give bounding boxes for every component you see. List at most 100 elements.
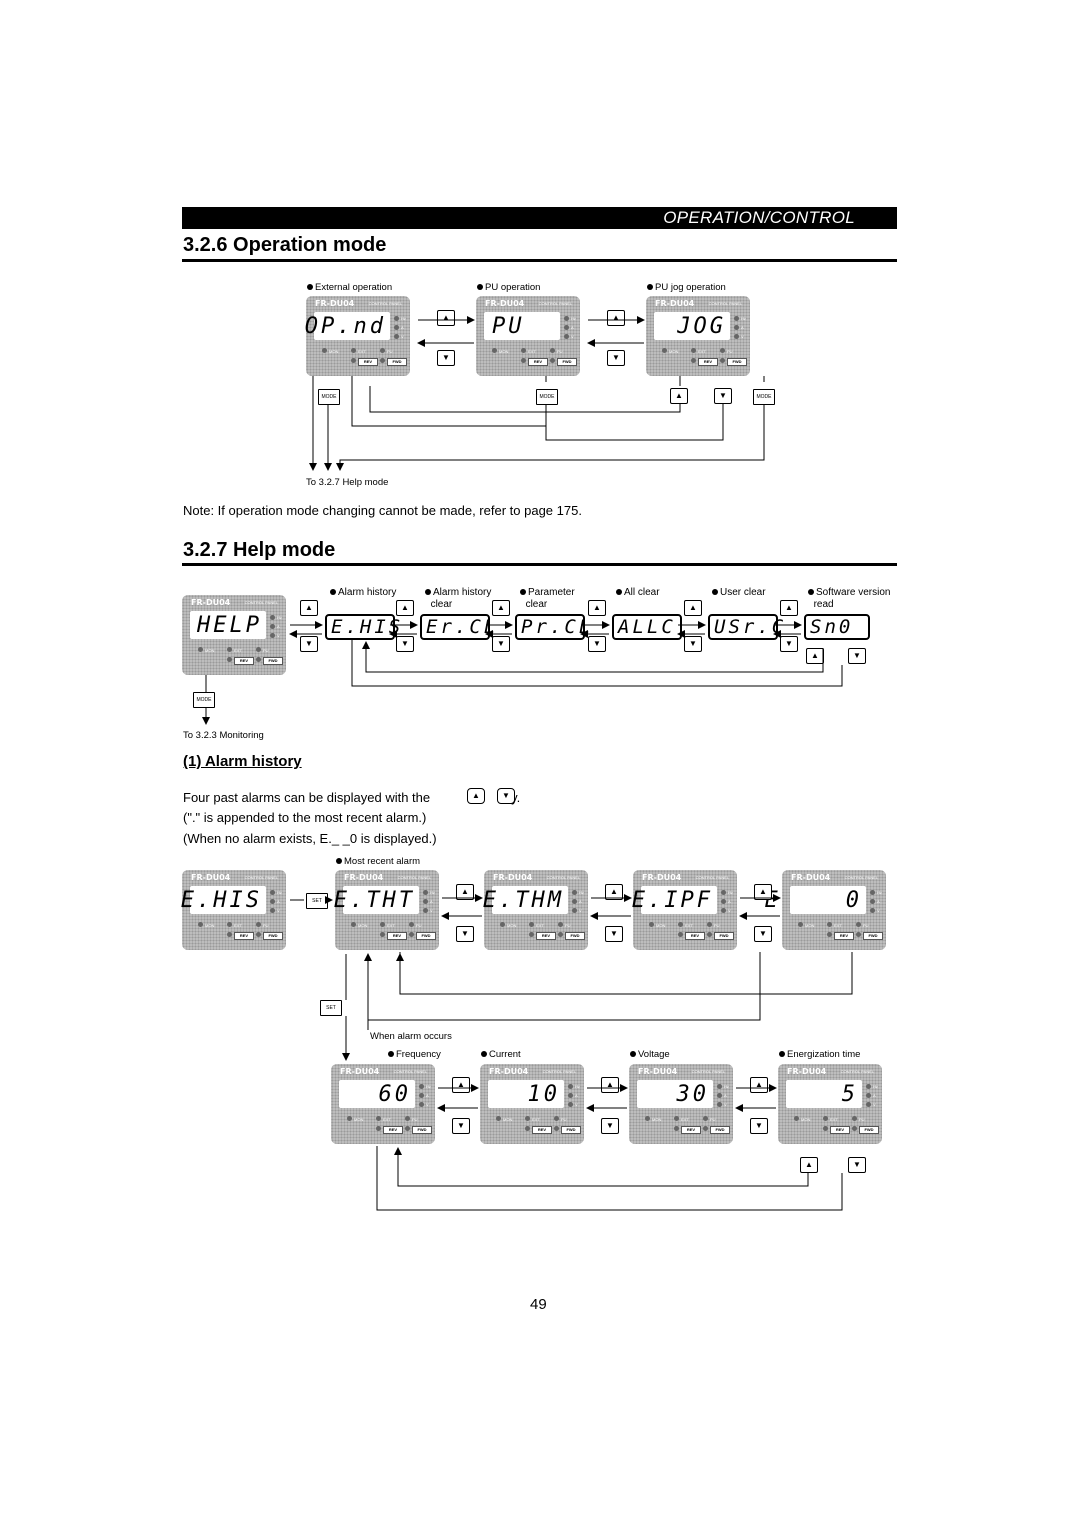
panel-indicator-label: PU xyxy=(557,349,563,354)
panel-indicator-label: Hz xyxy=(277,615,282,620)
panel-indicator-label: PU xyxy=(561,1117,567,1122)
panel-indicator-label: A xyxy=(571,325,574,330)
help-display-e-his: E.HIS xyxy=(325,614,400,640)
up-key-icon: ▲ xyxy=(780,600,798,616)
panel-indicator-label: MON xyxy=(805,923,815,928)
panel-indicator-label: A xyxy=(277,624,280,629)
panel-indicator-label: A xyxy=(401,325,404,330)
panel-indicator-label: MON xyxy=(656,923,666,928)
mode-key-icon: MODE xyxy=(193,692,215,708)
panel-indicator-label: Hz xyxy=(877,890,882,895)
panel-indicator-label: A xyxy=(741,325,744,330)
panel-indicator-label: EXT xyxy=(830,1117,838,1122)
panel-indicator-label: PU xyxy=(263,923,269,928)
panel-indicator-label: EXT xyxy=(387,923,395,928)
up-key-icon: ▲ xyxy=(456,884,474,900)
panel-display: E.IPF xyxy=(632,886,717,914)
up-key-icon: ▲ xyxy=(754,884,772,900)
panel-indicator-label: EXT xyxy=(698,349,706,354)
panel-display: E.THM xyxy=(483,886,568,914)
down-key-icon: ▼ xyxy=(780,636,798,652)
panel-indicator-label: Hz xyxy=(430,890,435,895)
panel-indicator-label: PU xyxy=(727,349,733,354)
panel-indicator-label: V xyxy=(571,334,574,339)
panel-display: E.HIS xyxy=(181,886,266,914)
panel-indicator-label: Hz xyxy=(575,1084,580,1089)
panel-indicator-label: EXT xyxy=(532,1117,540,1122)
up-key-icon: ▲ xyxy=(588,600,606,616)
mode-key-icon: MODE xyxy=(536,389,558,405)
panel-indicator-label: A xyxy=(728,899,731,904)
label-all-clear: All clear xyxy=(616,587,660,599)
label-parameter-clear: Parameter clear xyxy=(520,587,575,611)
section-header-text: OPERATION/CONTROL xyxy=(663,208,855,227)
panel-indicator-label: V xyxy=(430,908,433,913)
heading-rule xyxy=(182,563,897,566)
panel-indicator-label: A xyxy=(430,899,433,904)
most-recent-alarm-label: Most recent alarm xyxy=(336,856,420,867)
panel-indicator-label: Hz xyxy=(401,316,406,321)
down-key-icon: ▼ xyxy=(754,926,772,942)
label-energization-time: Energization time xyxy=(779,1049,860,1060)
label-frequency: Frequency xyxy=(388,1049,441,1060)
panel-indicator-label: Hz xyxy=(571,316,576,321)
when-alarm-occurs-label: When alarm occurs xyxy=(370,1031,452,1042)
panel-indicator-label: MON xyxy=(669,349,679,354)
panel-indicator-label: V xyxy=(877,908,880,913)
panel-indicator-label: V xyxy=(579,908,582,913)
down-key-icon: ▼ xyxy=(437,350,455,366)
panel-indicator-label: EXT xyxy=(234,648,242,653)
panel-display: HELP xyxy=(190,611,266,639)
mode-key-icon: MODE xyxy=(318,389,340,405)
up-key-icon: ▲ xyxy=(452,1077,470,1093)
panel-indicator-label: EXT xyxy=(536,923,544,928)
help-display-er-cl: Er.CL xyxy=(420,614,495,640)
panel-display: OP.nd xyxy=(305,312,390,340)
down-key-icon: ▼ xyxy=(456,926,474,942)
label-voltage: Voltage xyxy=(630,1049,670,1060)
panel-indicator-label: PU xyxy=(714,923,720,928)
panel-indicator-label: V xyxy=(873,1102,876,1107)
panel-indicator-label: Hz xyxy=(426,1084,431,1089)
panel-indicator-label: EXT xyxy=(685,923,693,928)
label-alarm-history-clear: Alarm history clear xyxy=(425,587,491,611)
panel-indicator-label: MON xyxy=(205,923,215,928)
down-key-icon: ▼ xyxy=(848,648,866,664)
panel-display: JOG xyxy=(654,312,730,340)
up-key-icon: ▲ xyxy=(492,600,510,616)
panel-display: 30 xyxy=(637,1080,713,1108)
panel-indicator-label: PU xyxy=(710,1117,716,1122)
up-key-icon: ▲ xyxy=(684,600,702,616)
up-key-icon: ▲ xyxy=(605,884,623,900)
panel-indicator-label: MON xyxy=(652,1117,662,1122)
operation-mode-note: Note: If operation mode changing cannot … xyxy=(183,503,582,518)
panel-indicator-label: MON xyxy=(507,923,517,928)
up-key-icon: ▲ xyxy=(800,1157,818,1173)
panel-indicator-label: V xyxy=(741,334,744,339)
panel-indicator-label: A xyxy=(877,899,880,904)
panel-indicator-label: MON xyxy=(358,923,368,928)
label-current: Current xyxy=(481,1049,521,1060)
panel-indicator-label: A xyxy=(575,1093,578,1098)
help-display-user-clear: USr.C xyxy=(708,614,783,640)
panel-indicator-label: Hz xyxy=(579,890,584,895)
panel-indicator-label: MON xyxy=(499,349,509,354)
down-key-icon: ▼ xyxy=(492,636,510,652)
down-key-icon: ▼ xyxy=(452,1118,470,1134)
panel-indicator-label: MON xyxy=(329,349,339,354)
to-help-mode-label: To 3.2.7 Help mode xyxy=(306,477,389,488)
panel-indicator-label: PU xyxy=(859,1117,865,1122)
up-key-icon: ▲ xyxy=(437,310,455,326)
panel-indicator-label: PU xyxy=(416,923,422,928)
up-key-icon: ▲ xyxy=(467,788,485,804)
